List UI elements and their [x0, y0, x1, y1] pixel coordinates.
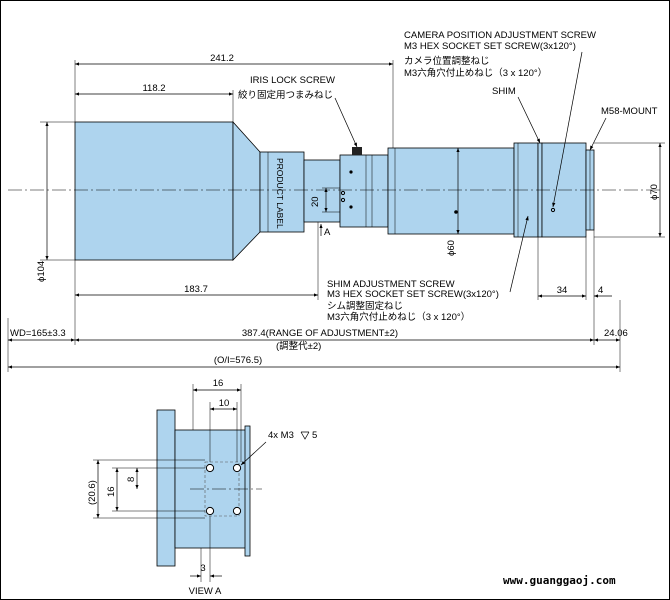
- taper-section: [232, 120, 261, 261]
- dim-object-image: (O/I=576.5): [214, 355, 262, 366]
- dim-mount-length: 4: [598, 285, 603, 296]
- iris-lock-label: IRIS LOCK SCREW: [250, 75, 335, 86]
- dim-front-diameter: ϕ104: [36, 261, 47, 282]
- dim-mount-diameter: ϕ70: [649, 184, 660, 200]
- shim-adj-label-1: SHIM ADJUSTMENT SCREW: [327, 279, 455, 290]
- dim-view-width-16: 16: [213, 378, 224, 389]
- dim-overall-length: 241.2: [210, 53, 234, 64]
- dim-to-shim-screw: 183.7: [184, 284, 208, 295]
- callouts: IRIS LOCK SCREW 絞り固定用つまみねじ CAMERA POSITI…: [238, 30, 658, 323]
- neck-section: [303, 159, 341, 223]
- view-a-marker: A: [324, 227, 331, 238]
- dim-view-width-10: 10: [219, 398, 230, 409]
- lens-side-view: PRODUCT LABEL: [8, 120, 660, 261]
- dim-view-height-16: 16: [106, 486, 117, 497]
- site-url: www.guanggaoj.com: [503, 574, 616, 587]
- shim-adj-label-2: M3 HEX SOCKET SET SCREW(3x120°): [327, 289, 499, 300]
- side-dimensions: 241.2 118.2 183.7 ϕ104 20 A ϕ60 ϕ70: [7, 53, 665, 372]
- label-band: [259, 151, 305, 233]
- holes-callout: 4x M3: [268, 430, 294, 441]
- hole-1: [205, 463, 215, 473]
- hole-depth: 5: [312, 430, 317, 441]
- camera-pos-label-jp1: カメラ位置調整ねじ: [404, 55, 490, 67]
- shim-label: SHIM: [492, 86, 516, 97]
- dim-front-barrel: 118.2: [142, 83, 165, 94]
- dim-view-height-8: 8: [126, 477, 137, 482]
- iris-collar: [339, 154, 389, 228]
- iris-lock-knob: [352, 147, 362, 155]
- main-barrel: [387, 147, 515, 235]
- dim-range-adjustment: 387.4(RANGE OF ADJUSTMENT±2): [242, 328, 398, 339]
- front-barrel: [74, 121, 234, 261]
- dim-working-distance: WD=165±3.3: [10, 328, 66, 339]
- dim-shim-to-mount: 34: [557, 285, 568, 296]
- dim-mid-diameter: ϕ60: [446, 240, 457, 256]
- dim-view-height-20-6: (20.6): [87, 480, 98, 505]
- hole-4: [232, 506, 242, 516]
- camera-pos-label-1: CAMERA POSITION ADJUSTMENT SCREW: [404, 30, 596, 41]
- dim-collar-height: 20: [310, 196, 321, 207]
- camera-pos-label-2: M3 HEX SOCKET SET SCREW(3x120°): [404, 41, 576, 52]
- depth-symbol: [300, 431, 310, 440]
- product-label-text: PRODUCT LABEL: [275, 158, 285, 229]
- dim-view-offset-3: 3: [200, 563, 205, 574]
- view-a-title: VIEW A: [189, 586, 222, 597]
- dim-back-length: 24.06: [604, 328, 628, 339]
- mount-label: M58-MOUNT: [601, 106, 658, 117]
- dim-range-adjustment-jp: (調整代±2): [276, 340, 321, 352]
- view-a-detail: 16 10 (20.6) 16 8 3 4x M3 5 VIEW A: [87, 378, 317, 597]
- hole-3: [205, 506, 215, 516]
- hole-2: [232, 463, 242, 473]
- shim-adj-label-jp1: シム調整固定ねじ: [327, 300, 403, 312]
- shim-adj-label-jp2: M3六角穴付止めねじ（3 x 120°）: [327, 311, 470, 323]
- view-a-flange: [156, 409, 176, 567]
- iris-lock-label-jp: 絞り固定用つまみねじ: [238, 89, 333, 101]
- camera-pos-label-jp2: M3六角穴付止めねじ（3 x 120°）: [404, 67, 547, 79]
- view-a-plate: [244, 425, 251, 557]
